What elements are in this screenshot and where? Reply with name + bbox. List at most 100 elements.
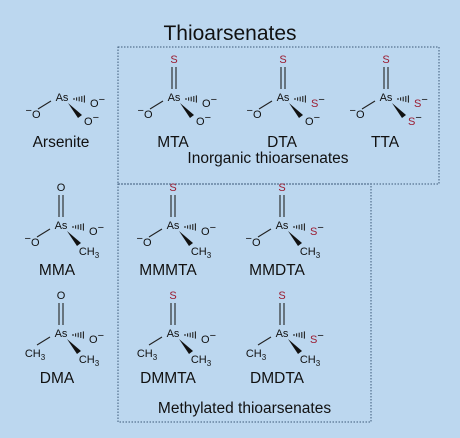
molecule-mta: As S −O O− O−: [138, 54, 218, 128]
down-atom-dmmta: CH3: [191, 354, 212, 368]
wedge-bond-dma: [67, 339, 81, 354]
figure-title: Thioarsenates: [163, 22, 297, 45]
top-atom-tta: S: [382, 54, 389, 66]
down-atom-mmmta: CH3: [191, 246, 212, 260]
left-bond-tta: [361, 100, 376, 110]
hashed-bond-dmmta: [184, 331, 196, 339]
left-atom-dma: CH3: [25, 348, 46, 362]
arsenic-atom-mma: As: [55, 220, 68, 232]
top-atom-dma: O: [57, 290, 66, 302]
hashed-bond-dma: [72, 331, 84, 339]
molecule-mmmta: AsS−OO−CH3: [137, 182, 217, 260]
wedge-bond-mta: [180, 103, 194, 118]
left-bond-dma: [36, 336, 51, 346]
arsenic-atom-tta: As: [380, 92, 393, 104]
name-dta: DTA: [267, 134, 297, 151]
right-atom-dmmta: O−: [201, 330, 216, 346]
left-atom-dta: −O: [247, 105, 262, 121]
top-atom-mma: O: [57, 182, 66, 194]
wedge-bond-mma: [67, 231, 81, 246]
hashed-bond-dmdta: [293, 331, 305, 339]
wedge-bond-dmdta: [288, 339, 302, 354]
right-atom-mmmta: O−: [201, 222, 216, 238]
arsenic-atom-mta: As: [168, 92, 181, 104]
left-bond-dmdta: [257, 336, 272, 346]
molecule-arsenite: As−OO−O−: [26, 92, 106, 128]
molecule-mma: As O −O O− CH3: [25, 182, 105, 260]
molecule-dma: As O CH3 O− CH3: [25, 290, 104, 368]
left-bond-dta: [258, 100, 273, 110]
left-atom-mta: −O: [138, 105, 153, 121]
molecule-mmdta: As S −O S− CH3: [246, 182, 324, 260]
top-atom-dta: S: [279, 54, 286, 66]
top-atom-dmmta: S: [169, 290, 176, 302]
name-mta: MTA: [157, 134, 189, 151]
down-atom-mma: CH3: [79, 246, 100, 260]
wedge-bond-mmdta: [288, 231, 302, 246]
down-atom-tta: S−: [408, 112, 422, 128]
top-atom-mmmta: S: [169, 182, 176, 194]
hashed-bond-mta: [185, 95, 197, 103]
methylated-group-label: Methylated thioarsenates: [157, 400, 332, 417]
arsenic-atom-dma: As: [55, 328, 68, 340]
left-bond-mma: [36, 228, 51, 238]
name-dmdta: DMDTA: [250, 370, 304, 387]
methylated-group-box: [117, 183, 372, 423]
down-atom-mmdta: CH3: [300, 246, 321, 260]
arsenic-atom-mmdta: As: [276, 220, 289, 232]
wedge-bond-dmmta: [179, 339, 193, 354]
right-atom-mmdta: S−: [310, 222, 324, 238]
hashed-bond-mmmta: [184, 223, 196, 231]
name-dma: DMA: [39, 370, 75, 387]
wedge-bond-dta: [289, 103, 303, 118]
hashed-bond-dta: [294, 95, 306, 103]
down-atom-dta: O−: [305, 112, 320, 128]
name-mmmta: MMMTA: [139, 262, 197, 279]
arsenic-atom-dmmta: As: [167, 328, 180, 340]
down-atom-mta: O−: [196, 112, 211, 128]
left-atom-mmdta: −O: [246, 233, 261, 249]
left-bond-mmdta: [257, 228, 272, 238]
hashed-bond-tta: [397, 95, 409, 103]
molecule-dmmta: As S CH3 O− CH3: [137, 290, 216, 368]
down-atom-dmdta: CH3: [300, 354, 321, 368]
down-atom-dma: CH3: [79, 354, 100, 368]
right-atom-dma: O−: [89, 330, 104, 346]
left-atom-mmmta: −O: [137, 233, 152, 249]
top-atom-mta: S: [170, 54, 177, 66]
left-bond-arsenite: [37, 100, 52, 110]
hashed-bond-mma: [72, 223, 84, 231]
inorganic-group-label: Inorganic thioarsenates: [187, 150, 349, 167]
name-dmmta: DMMTA: [140, 370, 196, 387]
right-atom-mma: O−: [89, 222, 104, 238]
left-atom-dmmta: CH3: [137, 348, 158, 362]
right-atom-mta: O−: [202, 94, 217, 110]
left-atom-arsenite: −O: [26, 105, 41, 121]
right-atom-tta: S−: [414, 94, 428, 110]
name-mmdta: MMDTA: [249, 262, 305, 279]
left-atom-tta: −O: [350, 105, 365, 121]
arsenic-atom-dmdta: As: [276, 328, 289, 340]
right-atom-dta: S−: [311, 94, 325, 110]
wedge-bond-tta: [392, 103, 406, 118]
top-atom-mmdta: S: [278, 182, 285, 194]
right-atom-dmdta: S−: [310, 330, 324, 346]
left-bond-dmmta: [148, 336, 163, 346]
arsenic-atom-dta: As: [277, 92, 290, 104]
left-atom-dmdta: CH3: [246, 348, 267, 362]
left-atom-mma: −O: [25, 233, 40, 249]
down-atom-arsenite: O−: [84, 112, 99, 128]
top-atom-dmdta: S: [278, 290, 285, 302]
left-bond-mta: [149, 100, 164, 110]
name-tta: TTA: [370, 134, 400, 151]
hashed-bond-arsenite: [73, 95, 85, 103]
molecule-dmdta: As S CH3 S− CH3: [246, 290, 324, 368]
left-bond-mmmta: [148, 228, 163, 238]
wedge-bond-arsenite: [68, 103, 82, 118]
hashed-bond-mmdta: [293, 223, 305, 231]
name-arsenite: Arsenite: [32, 134, 90, 151]
molecule-tta: As S −O S− S−: [350, 54, 428, 128]
wedge-bond-mmmta: [179, 231, 193, 246]
